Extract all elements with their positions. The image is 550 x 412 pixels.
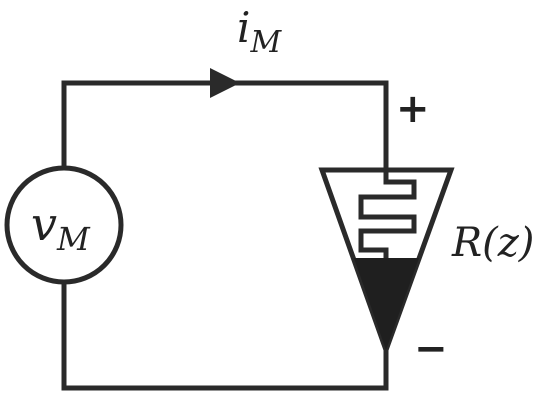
- current-label: iM: [237, 3, 282, 60]
- bottom-wire: [61, 279, 389, 391]
- current-arrow-icon: [210, 68, 240, 98]
- source-label: vM: [31, 197, 91, 258]
- top-wire: [61, 80, 389, 173]
- current-label-main: i: [237, 3, 250, 52]
- resistance-label: R(z): [451, 220, 534, 266]
- resistor-liquid-fill: [354, 258, 419, 350]
- resistor-serpentine-element: [358, 170, 417, 258]
- variable-resistor: [318, 167, 455, 358]
- source-label-sub: M: [56, 220, 91, 258]
- voltage-source: [4, 165, 124, 285]
- minus-sign: −: [414, 326, 448, 372]
- current-label-sub: M: [249, 25, 282, 60]
- plus-sign: +: [396, 86, 430, 132]
- source-label-main: v: [31, 197, 57, 251]
